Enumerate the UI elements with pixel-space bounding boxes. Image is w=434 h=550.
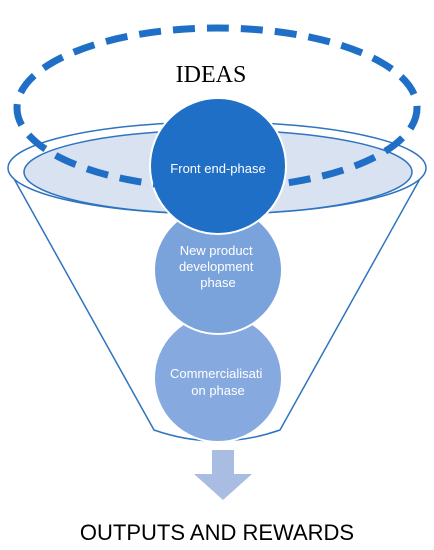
outputs-label: OUTPUTS AND REWARDS [80,520,354,545]
phase-label-line: phase [200,275,235,290]
phase-circle-front-end [149,97,287,235]
phase-label-line: Commercialisati [170,366,263,381]
ideas-label: IDEAS [176,62,247,88]
phase-label-line: development [179,259,254,274]
phase-label-line: Front end-phase [170,161,265,176]
ideas-ring [13,24,421,192]
phase-label-line: New product [180,243,253,258]
down-arrow-icon [194,450,252,500]
phase-label-line: on phase [191,383,245,398]
phase-label-new-product-development: New product development phase [179,243,257,290]
phase-label-commercialisation: Commercialisati on phase [170,366,266,398]
phase-label-front-end: Front end-phase [170,161,265,176]
